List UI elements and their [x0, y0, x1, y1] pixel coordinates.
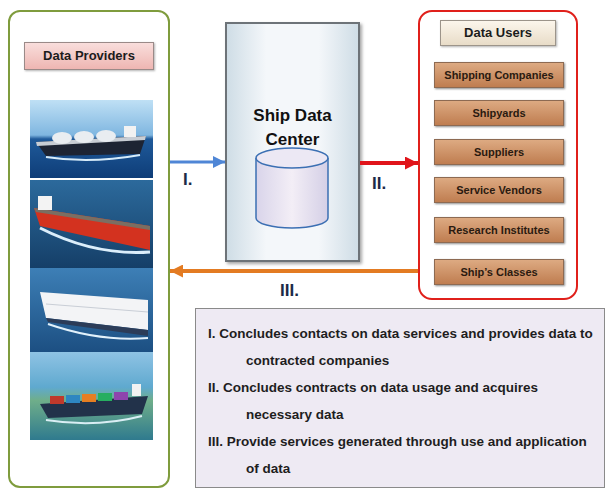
photo-background — [30, 180, 153, 268]
tanker-photo — [30, 180, 153, 268]
box-label: Ship’s Classes — [460, 266, 537, 278]
user-box: Research Institutes — [434, 217, 564, 243]
container-stack — [66, 395, 80, 403]
database-cylinder — [256, 148, 328, 228]
user-box: Shipyards — [434, 100, 564, 126]
lng-tank — [52, 132, 72, 144]
ship-detail — [46, 304, 148, 312]
ship-deck — [34, 208, 150, 230]
ship-wake — [46, 155, 140, 160]
cylinder-top — [256, 148, 328, 168]
ship-wake — [48, 324, 148, 339]
user-box: Ship’s Classes — [434, 259, 564, 285]
photo-background — [30, 352, 153, 440]
note-text: I. Concludes contacts on data services a… — [208, 320, 594, 374]
photo-background — [30, 100, 153, 178]
ship-wake — [40, 228, 150, 253]
container-stack — [50, 396, 64, 404]
lng-tank — [74, 131, 94, 143]
notes-box: I. Concludes contacts on data services a… — [195, 308, 605, 488]
ship-hull — [34, 208, 150, 250]
user-box: Suppliers — [434, 139, 564, 165]
group-box: Data UsersShipping CompaniesShipyardsSup… — [418, 10, 578, 300]
box-label: Service Vendors — [456, 184, 542, 196]
car-carrier-photo — [30, 268, 153, 352]
note-text: II. Concludes contracts on data usage an… — [208, 374, 594, 428]
box-label: Ship Data Center — [227, 24, 358, 152]
lng-carrier-photo — [30, 100, 153, 178]
box-label: Suppliers — [474, 146, 524, 158]
flow-arrow — [170, 161, 225, 164]
ship-deck — [36, 136, 146, 146]
box-label: Data Users — [440, 20, 556, 46]
ship-hull — [40, 292, 148, 330]
ship-bridge — [132, 384, 141, 396]
user-box: Shipping Companies — [434, 62, 564, 88]
arrow-label: I. — [183, 170, 192, 190]
container-ship-photo — [30, 352, 153, 440]
arrow-label: II. — [372, 174, 386, 194]
note-text: III. Provide services generated through … — [208, 428, 594, 482]
ship-bridge — [38, 196, 52, 210]
arrow-label: III. — [280, 281, 299, 301]
ship-wake — [46, 416, 142, 423]
user-box: Service Vendors — [434, 177, 564, 203]
cylinder-body — [256, 158, 328, 228]
box-label: Research Institutes — [448, 224, 549, 236]
lng-tank — [96, 130, 116, 142]
group-box: Data Providers — [8, 10, 170, 488]
ship-bridge — [124, 126, 136, 137]
box-label: Data Providers — [24, 42, 154, 70]
ship-hull — [36, 136, 146, 156]
box-label: Shipyards — [472, 107, 525, 119]
box-label: Shipping Companies — [444, 69, 553, 81]
data-center-box: Ship Data Center — [225, 22, 360, 262]
container-stack — [114, 392, 128, 400]
container-stack — [98, 393, 112, 401]
ship-hull — [40, 396, 148, 418]
ship-waterline — [46, 318, 148, 336]
flow-arrow — [170, 269, 418, 273]
photo-background — [30, 268, 153, 352]
flow-arrow — [360, 161, 418, 165]
container-stack — [82, 394, 96, 402]
